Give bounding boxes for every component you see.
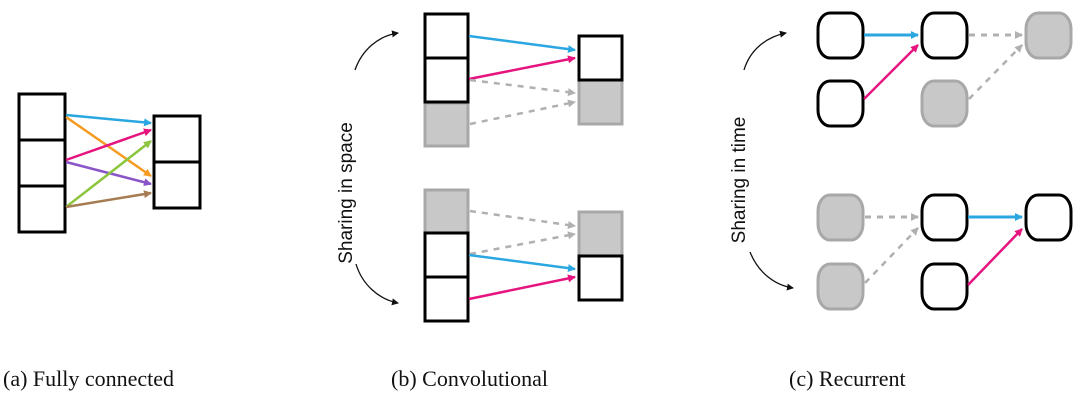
conv-bottom-group xyxy=(423,188,624,323)
inactive-input-cell xyxy=(423,101,470,148)
shared-weight-arrow xyxy=(469,231,576,256)
weight-arrow xyxy=(468,274,576,301)
input-weight-arrow xyxy=(863,44,919,100)
rnn-bottom-group xyxy=(816,193,1073,311)
hidden-state-node xyxy=(920,193,969,242)
input-node xyxy=(816,79,865,128)
inactive-input-node xyxy=(920,79,969,128)
conv-top-group xyxy=(423,12,624,148)
input-layer xyxy=(17,92,67,234)
input-cell xyxy=(423,56,470,104)
weight-arrow xyxy=(468,253,576,273)
input-cell xyxy=(17,138,67,188)
caption-fully-connected: (a) Fully connected xyxy=(3,366,175,391)
input-cell xyxy=(17,184,67,234)
weight-arrow xyxy=(468,34,576,54)
weight-arrow xyxy=(65,140,152,208)
output-cell xyxy=(577,254,624,302)
input-cell xyxy=(423,231,470,279)
shared-input-arrow xyxy=(968,44,1023,100)
hidden-state-node xyxy=(920,11,969,60)
input-cell xyxy=(17,92,67,142)
input-cell xyxy=(423,275,470,323)
output-cell xyxy=(152,114,202,164)
fully-connected-diagram xyxy=(17,92,202,234)
rnn-top-group xyxy=(816,11,1073,128)
output-layer xyxy=(152,114,202,210)
sharing-in-time-label: Sharing in time xyxy=(729,117,750,244)
convolutional-diagram: Sharing in space xyxy=(336,12,624,323)
curved-arrow-icon xyxy=(355,263,399,306)
inactive-input-cell xyxy=(423,188,470,235)
weight-arrow xyxy=(65,113,152,127)
caption-recurrent: (c) Recurrent xyxy=(789,366,906,391)
recurrent-diagram: Sharing in time xyxy=(729,11,1073,311)
inactive-hidden-state-node xyxy=(816,193,865,242)
shared-weight-arrow xyxy=(469,78,576,97)
input-node xyxy=(920,262,969,311)
output-cell xyxy=(577,34,624,82)
shared-weight-arrow xyxy=(469,99,576,126)
weight-arrow xyxy=(468,55,576,81)
caption-convolutional: (b) Convolutional xyxy=(391,366,549,391)
sharing-in-space-label: Sharing in space xyxy=(336,122,357,264)
shared-input-arrow xyxy=(864,227,919,284)
hidden-state-node xyxy=(1024,193,1073,242)
curved-arrow-icon xyxy=(749,251,794,291)
weight-arrow xyxy=(65,128,152,162)
weight-arrow xyxy=(65,115,152,178)
inactive-output-cell xyxy=(577,210,624,258)
input-cell xyxy=(423,12,470,60)
input-weight-arrow xyxy=(967,228,1023,286)
inactive-output-cell xyxy=(577,78,624,126)
curved-arrow-icon xyxy=(354,30,399,71)
output-cell xyxy=(152,160,202,210)
inactive-input-node xyxy=(816,262,865,311)
shared-weight-arrow xyxy=(469,209,576,229)
inactive-hidden-state-node xyxy=(1024,11,1073,60)
curved-arrow-icon xyxy=(743,30,787,71)
weight-arrow xyxy=(65,190,152,209)
hidden-state-node xyxy=(816,11,865,60)
